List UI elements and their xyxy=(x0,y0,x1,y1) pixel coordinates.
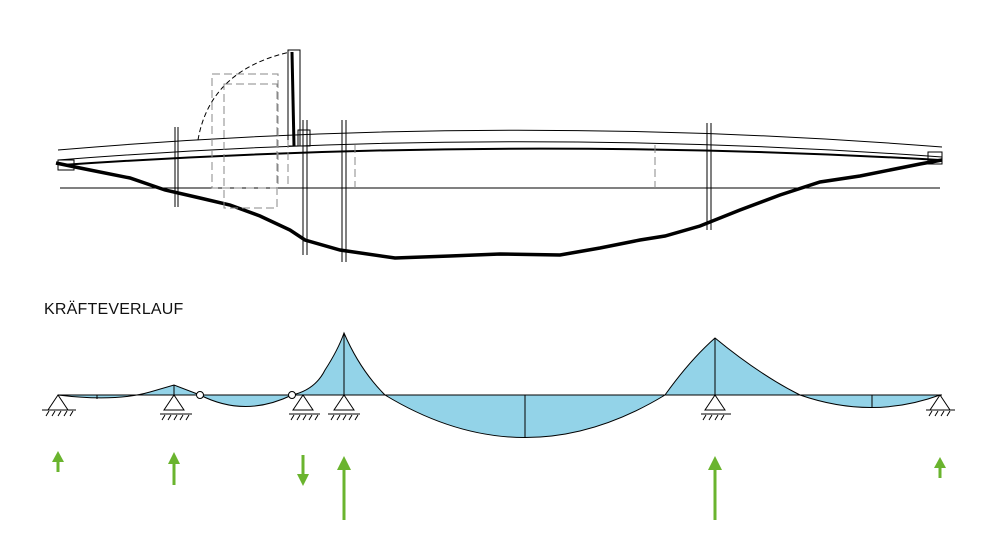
moment-area xyxy=(57,331,941,438)
arrow-up-icon xyxy=(934,457,946,478)
terrain-profile xyxy=(55,158,943,260)
pylon-swing-arc xyxy=(197,51,291,141)
pylon-base xyxy=(297,129,311,147)
abutment-right xyxy=(927,151,943,165)
moment-diagram xyxy=(57,331,942,438)
support-icon xyxy=(701,394,731,421)
arrow-up-icon xyxy=(52,451,64,472)
support-icon xyxy=(42,394,76,417)
hinge-2 xyxy=(288,391,296,399)
support-icon xyxy=(289,394,320,421)
arrow-down-icon xyxy=(297,455,309,486)
support-icon xyxy=(328,394,360,421)
dashed-outlines xyxy=(211,73,656,209)
support-icon xyxy=(926,394,955,417)
arrow-up-icon xyxy=(168,452,180,485)
deck-bottom-line xyxy=(57,141,943,161)
deck-top-line xyxy=(57,129,943,151)
hinge-1 xyxy=(196,391,204,399)
reaction-arrows xyxy=(52,451,946,520)
diagram-title: KRÄFTEVERLAUF xyxy=(44,301,184,318)
arrow-up-icon xyxy=(337,456,351,520)
support-icon xyxy=(160,394,192,421)
abutment-left xyxy=(57,159,75,171)
deck-soffit-line xyxy=(61,147,941,166)
arrow-up-icon xyxy=(708,456,722,520)
supports xyxy=(42,394,955,421)
bridge-elevation xyxy=(55,49,943,262)
